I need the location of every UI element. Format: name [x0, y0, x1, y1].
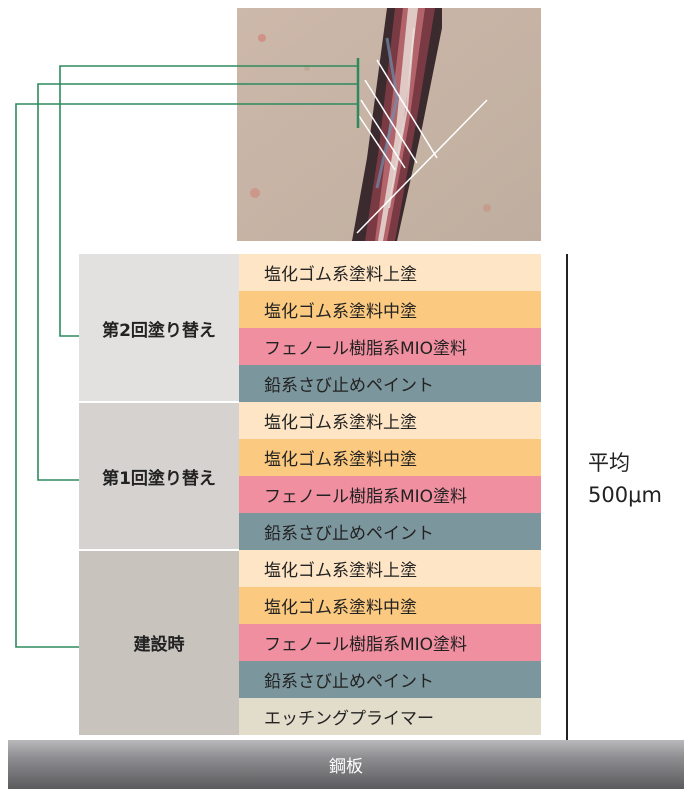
group-divider — [79, 401, 239, 403]
steel-plate-base: 鋼板 — [8, 740, 684, 789]
layer-row: フェノール樹脂系MIO塗料 — [239, 624, 541, 661]
layer-row: 塩化ゴム系塗料中塗 — [239, 587, 541, 624]
layer-row: 塩化ゴム系塗料中塗 — [239, 439, 541, 476]
connector-line — [59, 65, 357, 337]
thickness-label-value: 500μm — [588, 483, 662, 507]
connector-line — [15, 103, 357, 648]
layer-row: 塩化ゴム系塗料中塗 — [239, 291, 541, 328]
steel-plate-label: 鋼板 — [329, 757, 363, 777]
layer-row: 塩化ゴム系塗料上塗 — [239, 254, 541, 291]
connector-line — [37, 83, 357, 481]
layer-row: 塩化ゴム系塗料上塗 — [239, 402, 541, 439]
group-0: 第2回塗り替え — [79, 254, 239, 402]
layer-row: 塩化ゴム系塗料上塗 — [239, 550, 541, 587]
layer-row: 鉛系さび止めペイント — [239, 365, 541, 402]
thickness-bracket-line — [566, 254, 568, 740]
thickness-label-average: 平均 — [588, 451, 630, 475]
coating-cross-section-photo — [237, 8, 541, 241]
group-label: 建設時 — [133, 635, 185, 655]
group-label: 第2回塗り替え — [102, 320, 216, 341]
group-2: 建設時 — [79, 550, 239, 735]
layer-row: 鉛系さび止めペイント — [239, 661, 541, 698]
layer-row: 鉛系さび止めペイント — [239, 513, 541, 550]
group-1: 第1回塗り替え — [79, 402, 239, 550]
layer-row: フェノール樹脂系MIO塗料 — [239, 476, 541, 513]
layer-row: フェノール樹脂系MIO塗料 — [239, 328, 541, 365]
group-divider — [79, 549, 239, 551]
cross-section-illustration — [237, 8, 541, 241]
layer-row: エッチングプライマー — [239, 698, 541, 735]
group-label: 第1回塗り替え — [102, 468, 216, 489]
